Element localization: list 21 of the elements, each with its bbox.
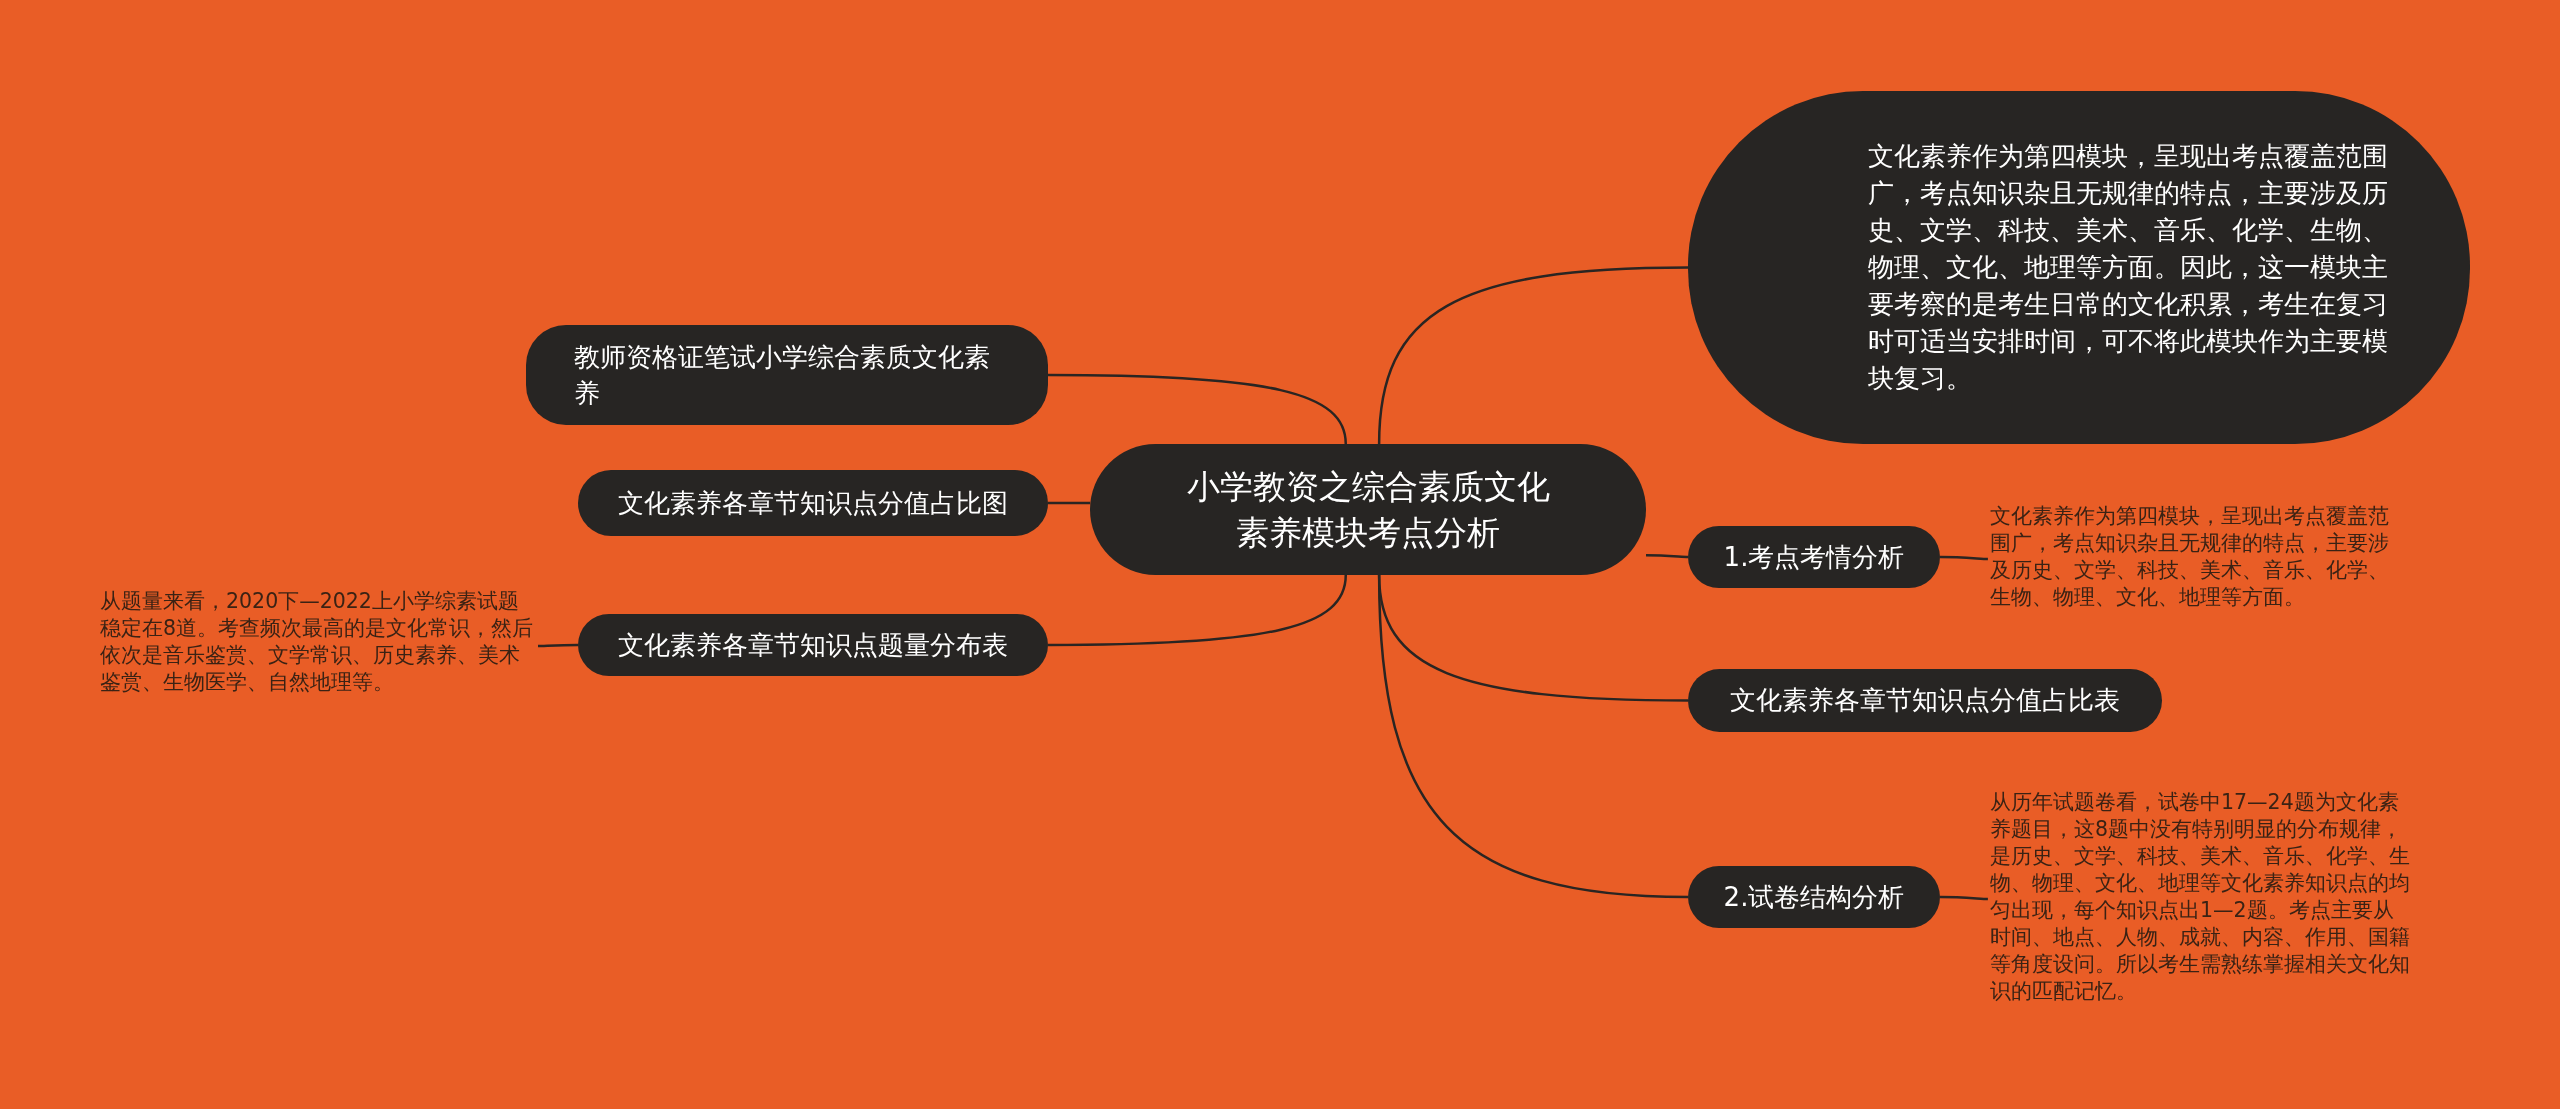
connector-line	[1377, 574, 1689, 899]
topic-label: 1.考点考情分析	[1723, 540, 1905, 574]
connector-line	[1048, 501, 1090, 505]
connector-line	[1646, 554, 1689, 559]
topic-label: 文化素养各章节知识点题量分布表	[618, 628, 1008, 662]
connector-line	[1940, 895, 1988, 901]
topic-text: 文化素养作为第四模块，呈现出考点覆盖范围广，考点知识杂且无规律的特点，主要涉及历史、文学、科技、美术、音乐、化学、生物、物理、文化、地理等方面。因此，这一模块主要考察的是考生日常的文化积累，考生在复习时可适当安排时间，可不将此模块作为主要模块复习。	[1868, 140, 2389, 395]
connector-line	[1940, 555, 1988, 561]
connector-line	[1048, 574, 1347, 647]
connector-line	[1377, 266, 1689, 445]
topic-label: 文化素养各章节知识点分值占比表	[1730, 684, 2120, 717]
note-text: 从历年试题卷看，试卷中17—24题为文化素养题目，这8题中没有特别明显的分布规律，是历史、文学、科技、美术、音乐、化学、生物、物理、文化、地理等文化素养知识点的均匀出现，每个知识点出1—2题。考点主要从时间、地点、人物、成就、内容、作用、国籍等角度设问。所以考生需熟练掌握相关文化知识的匹配记忆。	[1990, 789, 2410, 1005]
topic-label: 2.试卷结构分析	[1723, 880, 1905, 914]
note-text: 文化素养作为第四模块，呈现出考点覆盖范围广，考点知识杂且无规律的特点，主要涉及历史、文学、科技、美术、音乐、化学、生物、物理、文化、地理等方面。	[1990, 503, 2390, 611]
connector-line	[1048, 373, 1347, 445]
central-topic-label: 小学教资之综合素质文化素养模块考点分析	[1185, 465, 1551, 554]
connector-line	[537, 643, 578, 648]
topic-bubble	[526, 325, 1048, 425]
note-text: 从题量来看，2020下—2022上小学综素试题稳定在8道。考查频次最高的是文化常识，然后依次是音乐鉴赏、文学常识、历史素养、美术鉴赏、生物医学、自然地理等。	[100, 588, 535, 696]
topic-label: 文化素养各章节知识点分值占比图	[618, 486, 1008, 520]
topic-label: 教师资格证笔试小学综合素质文化素养	[574, 341, 991, 410]
